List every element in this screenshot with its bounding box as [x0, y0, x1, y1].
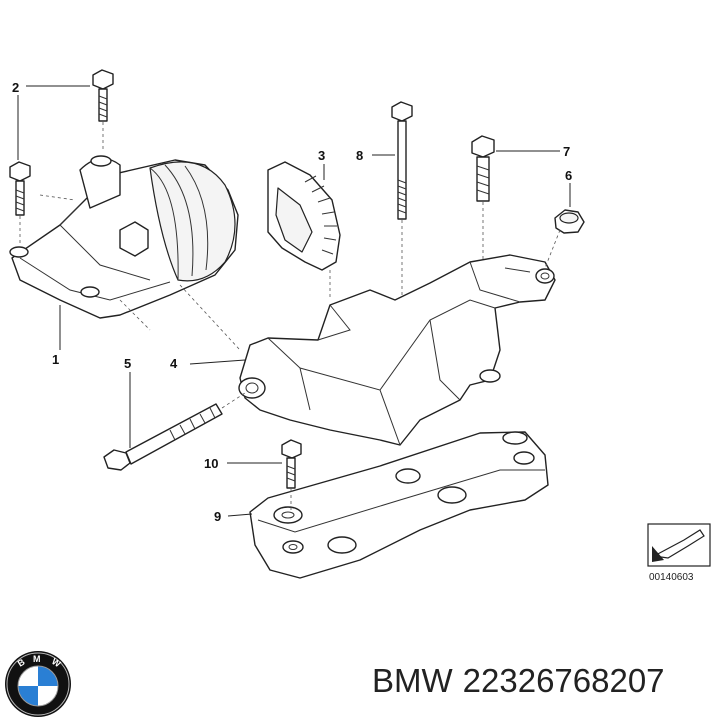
part-4-bracket: [238, 254, 556, 446]
bmw-logo: B M W: [5, 651, 71, 717]
reference-code: 00140603: [649, 572, 694, 583]
callout-2: 2: [12, 80, 19, 95]
part-8-bolt: [391, 101, 413, 220]
svg-text:M: M: [33, 654, 41, 664]
svg-text:B: B: [16, 657, 27, 669]
callout-7: 7: [563, 144, 570, 159]
callout-3: 3: [318, 148, 325, 163]
leader-lines: [17, 85, 571, 517]
callout-9: 9: [214, 509, 221, 524]
part-5-long-bolt: [103, 403, 223, 471]
part-6-nut: [554, 209, 585, 234]
part-1-engine-mount: [9, 155, 239, 319]
part-9-support-plate: [249, 431, 549, 579]
callout-5: 5: [124, 356, 131, 371]
callout-1: 1: [52, 352, 59, 367]
reference-box: 00140603: [647, 523, 711, 583]
part-3-heat-shield: [267, 161, 341, 271]
part-2-bolt-lower: [9, 161, 31, 216]
callout-4: 4: [170, 356, 178, 371]
part-2-bolt-upper: [92, 69, 114, 122]
callout-8: 8: [356, 148, 363, 163]
part-10-bolt: [281, 439, 302, 489]
callout-6: 6: [565, 168, 572, 183]
caption-brand: BMW: [372, 662, 453, 699]
callout-10: 10: [204, 456, 218, 471]
part-7-bolt: [471, 135, 495, 202]
caption-part-number: 22326768207: [462, 662, 665, 699]
